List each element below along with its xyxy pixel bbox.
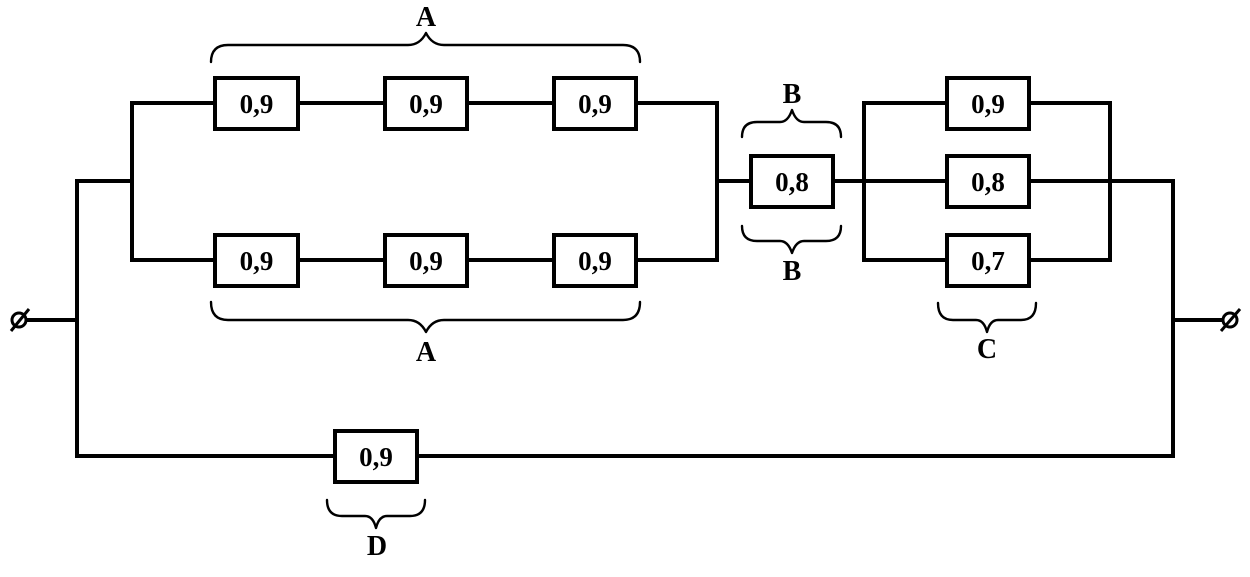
element-value-a5: 0,9 <box>409 246 443 276</box>
element-box-c2: 0,8 <box>945 154 1031 209</box>
group-label-b-bottom: B <box>783 256 802 287</box>
group-label-d: D <box>367 531 387 562</box>
element-value-a6: 0,9 <box>578 246 612 276</box>
brace-a-bottom <box>209 300 642 334</box>
element-box-a5: 0,9 <box>383 233 469 288</box>
group-label-a-top: A <box>416 2 437 33</box>
group-label-a-bottom: A <box>416 337 437 368</box>
element-box-a4: 0,9 <box>213 233 300 288</box>
element-box-a2: 0,9 <box>383 76 469 131</box>
element-value-a2: 0,9 <box>409 89 443 119</box>
element-box-a3: 0,9 <box>552 76 638 131</box>
group-label-b-top: B <box>783 79 802 110</box>
brace-b-bottom <box>740 224 843 255</box>
brace-a-top <box>209 31 642 64</box>
element-value-c1: 0,9 <box>971 89 1005 119</box>
element-value-c2: 0,8 <box>971 167 1005 197</box>
element-box-a1: 0,9 <box>213 76 300 131</box>
element-box-b1: 0,8 <box>749 154 835 209</box>
element-value-a4: 0,9 <box>240 246 274 276</box>
brace-c <box>936 301 1038 334</box>
element-value-d1: 0,9 <box>359 442 393 472</box>
circuit-wires <box>20 101 1229 458</box>
element-value-a1: 0,9 <box>240 89 274 119</box>
element-value-c3: 0,7 <box>971 246 1005 276</box>
right-terminal <box>1219 308 1242 332</box>
element-box-a6: 0,9 <box>552 233 638 288</box>
element-value-a3: 0,9 <box>578 89 612 119</box>
group-label-c: C <box>977 334 997 365</box>
left-terminal <box>9 308 31 332</box>
element-value-b1: 0,8 <box>775 167 809 197</box>
element-box-d1: 0,9 <box>333 429 419 484</box>
brace-b-top <box>740 108 843 139</box>
element-box-c3: 0,7 <box>945 233 1031 288</box>
element-box-c1: 0,9 <box>945 76 1031 131</box>
brace-d <box>325 498 427 530</box>
